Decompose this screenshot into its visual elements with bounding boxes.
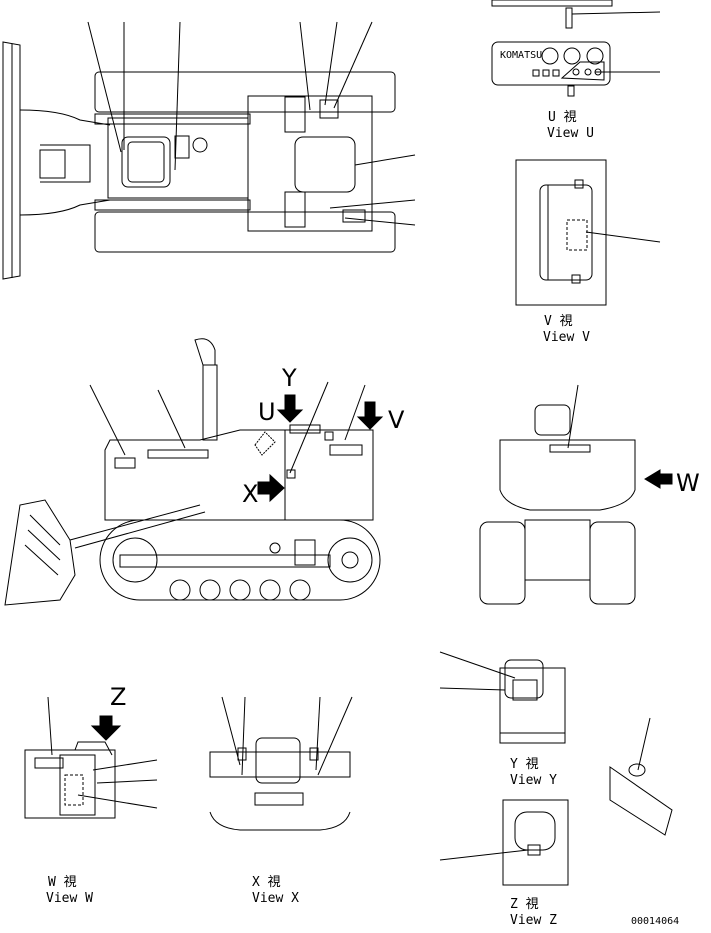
view-x-title: X 視 [252,875,281,890]
arrow-label-u: U [258,398,276,426]
arrow-label-y: Y [281,364,297,392]
view-v-title: V 視 [544,314,573,329]
view-w-drawing [24,696,158,819]
view-y-title: Y 視 [510,757,539,772]
rear-view-machine [479,384,636,605]
rear-view-w-arrow [644,469,673,489]
side-view-direction-arrows [254,394,384,503]
arrow-label-z: Z [110,683,126,711]
view-w-z-arrow [90,715,122,741]
view-y-drawing [439,651,566,744]
view-x-caption: View X [252,891,299,906]
drawing-number: 00014064 [631,916,679,927]
view-v-caption: View V [543,330,590,345]
view-y-caption: View Y [510,773,557,788]
view-u-title: U 視 [548,110,577,125]
view-u-caption: View U [547,126,594,141]
view-z-title: Z 視 [510,897,539,912]
view-z-drawing [439,799,569,886]
view-w-caption: View W [46,891,93,906]
view-x-drawing [209,696,353,831]
view-v-drawing [515,159,661,306]
side-view-machine [4,338,381,606]
top-view-machine [2,41,396,280]
view-u-drawing [491,0,661,97]
view-z-caption: View Z [510,913,557,928]
panel-brand: KOMATSU [500,50,542,61]
arrow-label-w: W [676,469,700,497]
side-view-leaders [89,381,366,474]
top-view-leaders [87,21,416,226]
label-decal-drawing [609,717,673,836]
view-w-title: W 視 [48,875,77,890]
arrow-label-x: X [242,480,258,508]
arrow-label-v: V [388,406,405,434]
